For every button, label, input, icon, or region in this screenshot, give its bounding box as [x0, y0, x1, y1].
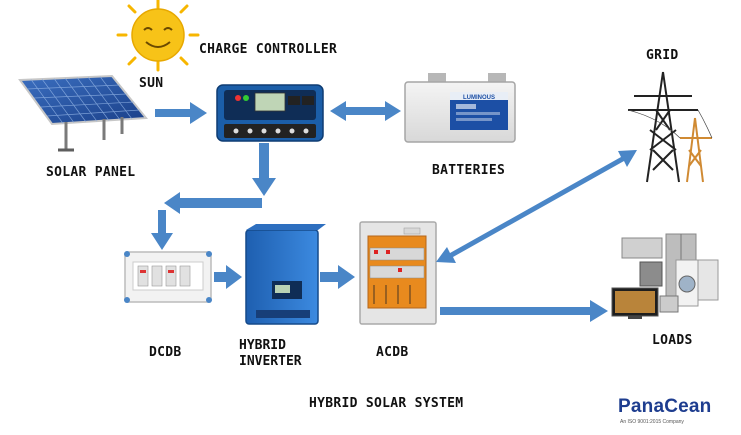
hybrid-inverter-label-line2: INVERTER [239, 354, 302, 369]
grid-label: GRID [646, 48, 679, 63]
arrow-controller-down [252, 143, 276, 196]
arrow-inverter-to-acdb [320, 265, 355, 289]
flow-arrows [151, 101, 637, 322]
acdb-label: ACDB [376, 345, 409, 360]
brand-logo: PanaCean [618, 396, 712, 417]
arrow-to-dcdb-left [164, 192, 262, 214]
arrow-down-to-dcdb [151, 210, 173, 250]
loads-appliances-icon [611, 233, 719, 319]
dcdb-icon [124, 251, 212, 303]
hybrid-inverter-label: HYBRID INVERTER [239, 338, 302, 370]
battery-icon: LUMINOUS [404, 73, 516, 143]
sun-label: SUN [139, 76, 164, 91]
charge-controller-icon [216, 84, 324, 142]
arrow-dcdb-to-inverter [214, 265, 242, 289]
battery-brand: LUMINOUS [463, 95, 495, 101]
hybrid-inverter-icon [245, 224, 326, 325]
arrow-acdb-grid [436, 150, 637, 263]
hybrid-inverter-label-line1: HYBRID [239, 338, 286, 353]
arrow-controller-battery [330, 101, 401, 121]
solar-panel-icon [18, 74, 148, 152]
brand-certification: An ISO 9001:2015 Company [620, 419, 684, 425]
solar-panel-label: SOLAR PANEL [46, 165, 136, 180]
acdb-icon [359, 221, 437, 325]
arrow-sun-to-controller [155, 102, 207, 124]
loads-label: LOADS [652, 333, 693, 348]
grid-tower-icon [627, 71, 713, 183]
footer-title: HYBRID SOLAR SYSTEM [309, 396, 464, 411]
batteries-label: BATTERIES [432, 163, 506, 178]
charge-controller-label: CHARGE CONTROLLER [199, 42, 338, 57]
dcdb-label: DCDB [149, 345, 182, 360]
sun-icon [116, 0, 200, 72]
arrow-acdb-to-loads [440, 300, 608, 322]
